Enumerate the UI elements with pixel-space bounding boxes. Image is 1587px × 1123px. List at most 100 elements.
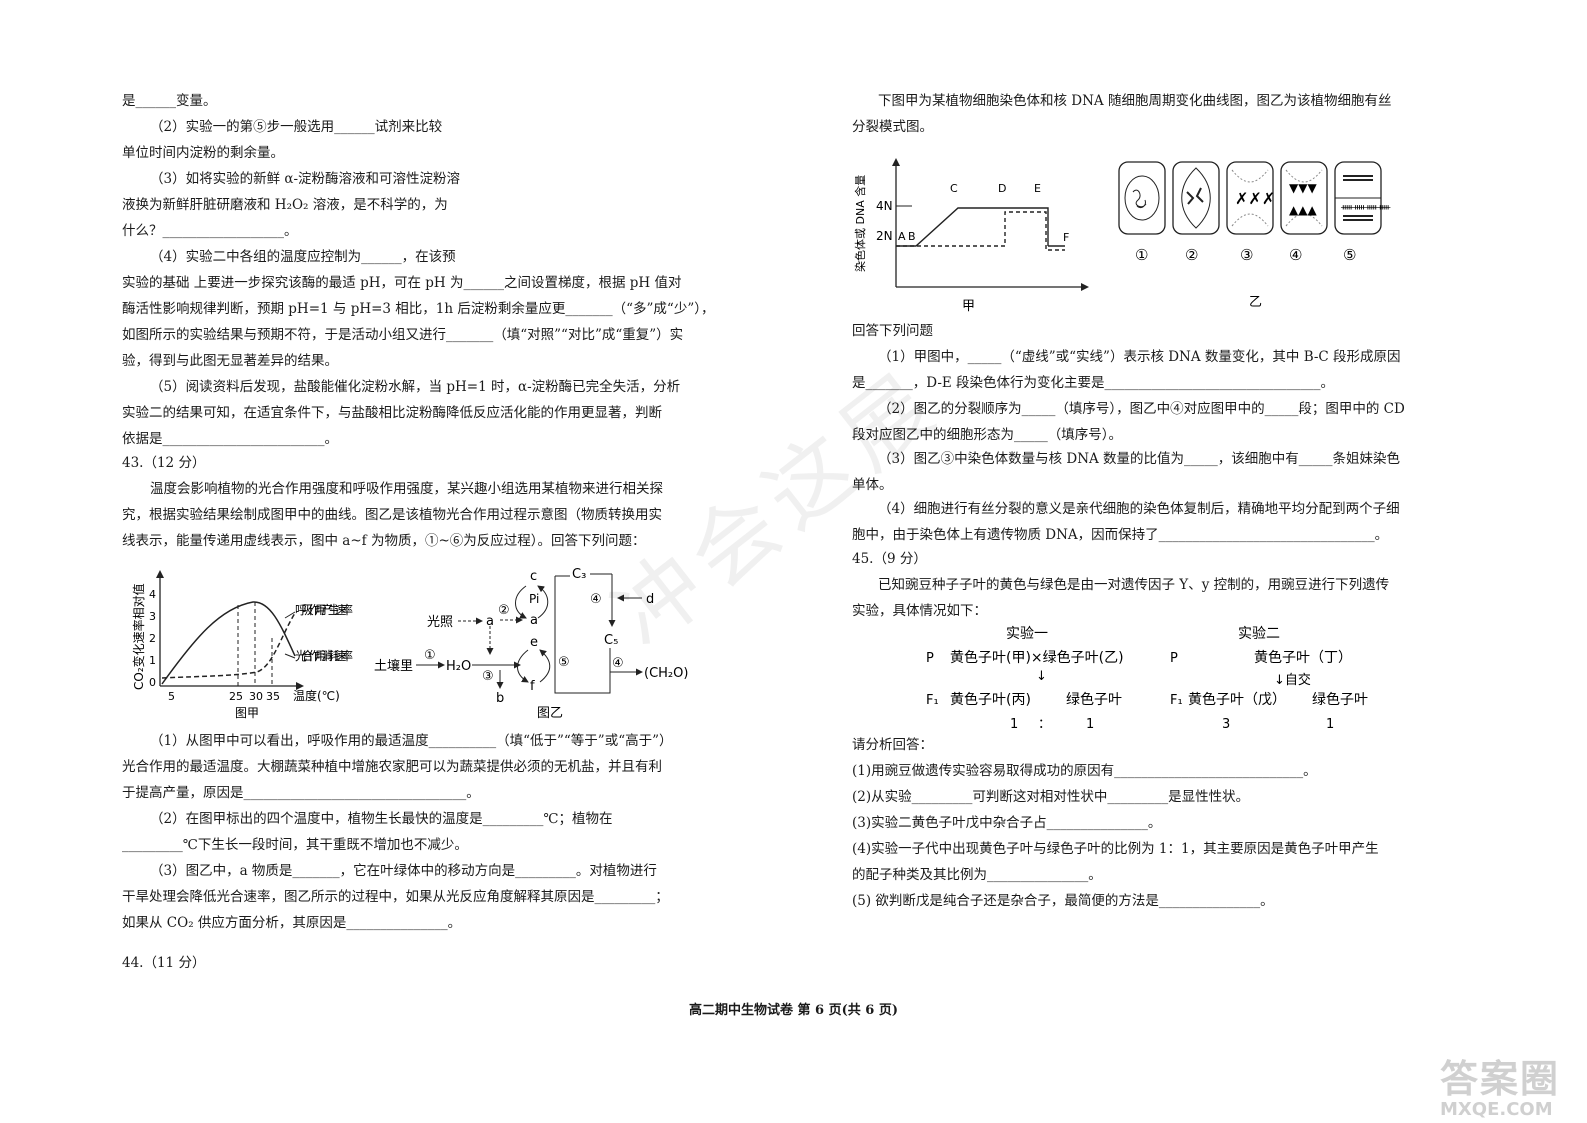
left-line: 实验的基础 上要进一步探究该酶的最适 pH，可在 pH 为______之间设置梯… (122, 275, 682, 291)
svg-text:▼▼▼: ▼▼▼ (1289, 181, 1317, 195)
xtick-5: 5 (168, 690, 175, 703)
cell-1 (1118, 161, 1166, 235)
left-line: （1）从图甲中可以看出，呼吸作用的最适温度__________（填“低于”“等于… (150, 733, 673, 749)
left-line: 实验二的结果可知，在适宜条件下，与盐酸相比淀粉酶降低反应活化能的作用更显著，判断 (122, 405, 662, 421)
cell-5: ᚔᚔᚔᚔ (1334, 161, 1391, 235)
exp2-title: 实验二 (1238, 626, 1280, 642)
curve-label-respiration: 呼吸作用产生速率 (295, 602, 353, 617)
label-n1: ① (424, 648, 436, 663)
right-line: 回答下列问题 (852, 323, 933, 339)
label-ch2o: (CH₂O) (644, 666, 688, 681)
site-logo: 答案圈 MXQE.COM (1440, 1057, 1561, 1120)
point-c: C (950, 182, 958, 195)
dna-solid-line (896, 207, 1049, 247)
xtick-35: 35 (266, 690, 280, 703)
ytick-1: 1 (149, 654, 156, 667)
left-line: 如图所示的实验结果与预期不符，于是活动小组又进行_______（填“对照”“对比… (122, 327, 684, 343)
right-line: （4）细胞进行有丝分裂的意义是亲代细胞的染色体复制后，精确地平均分配到两个子细 (878, 501, 1400, 517)
f1-2b: 绿色子叶 (1312, 691, 1368, 708)
right-line: 已知豌豆种子子叶的黄色与绿色是由一对遗传因子 Y、y 控制的，用豌豆进行下列遗传 (878, 577, 1390, 593)
left-line: （5）阅读资料后发现，盐酸能催化淀粉水解，当 pH=1 时，α-淀粉酶已完全失活… (150, 379, 681, 395)
genetics-cross-diagram: 实验一 实验二 P 黄色子叶(甲)×绿色子叶(乙) P 黄色子叶（丁） ↓ ↓自… (926, 626, 1368, 732)
fig-jia-ylabel: CO₂变化速率相对值 (131, 583, 146, 690)
left-line: 酶活性影响规律判断，预期 pH=1 与 pH=3 相比，1h 后淀粉剩余量应更_… (122, 301, 715, 317)
p1-cross: 黄色子叶(甲)×绿色子叶(乙) (950, 649, 1124, 666)
left-line: 43.（12 分） (122, 455, 206, 471)
exp1-title: 实验一 (1006, 626, 1048, 642)
right-line: （3）图乙③中染色体数量与核 DNA 数量的比值为_____，该细胞中有____… (878, 451, 1401, 467)
label-n3: ③ (482, 669, 494, 684)
figure-jia-temperature-chart: CO₂变化速率相对值 4 3 2 1 0 5 25 30 35 温度(℃) 图甲… (131, 570, 353, 720)
ytick-4: 4 (149, 588, 156, 601)
ratio2-a: 3 (1222, 717, 1230, 732)
cell-3: ✗✗✗ (1226, 161, 1275, 235)
left-line: （3）如将实验的新鲜 α-淀粉酶溶液和可溶性淀粉溶 (150, 171, 461, 187)
right-line: （1）甲图中，_____（“虚线”或“实线”）表示核 DNA 数量变化，其中 B… (878, 349, 1401, 365)
page-footer: 高二期中生物试卷 第 6 页(共 6 页) (688, 1003, 899, 1018)
right-line: 分裂模式图。 (852, 119, 933, 135)
p-label-1: P (926, 651, 934, 666)
curve-label-photosynthesis: 光合作用消耗速率 (295, 648, 353, 663)
arrow-1: ↓ (1036, 669, 1047, 684)
fig-jia-r-caption: 甲 (962, 299, 975, 314)
left-line: 温度会影响植物的光合作用强度和呼吸作用强度，某兴趣小组选用某植物来进行相关探 (150, 481, 663, 497)
left-line: 44.（11 分） (122, 955, 206, 971)
label-n5: ⑤ (558, 655, 570, 670)
left-line: （3）图乙中，a 物质是_______，它在叶绿体中的移动方向是________… (150, 863, 657, 879)
left-line: 光合作用的最适温度。大棚蔬菜种植中增施农家肥可以为蔬菜提供必须的无机盐，并且有利 (122, 759, 662, 775)
right-line: 的配子种类及其比例为_______________。 (852, 867, 1102, 883)
fig-yi-r-caption: 乙 (1249, 295, 1262, 308)
cell-label-1: ① (1135, 246, 1148, 264)
right-line: 45.（9 分） (852, 551, 927, 567)
f1-label-2: F₁ (1170, 693, 1183, 708)
point-b: B (908, 230, 916, 243)
chromosome-dashed-line (896, 211, 1065, 251)
cell-label-2: ② (1185, 246, 1198, 264)
left-line: 单位时间内淀粉的剩余量。 (122, 145, 284, 161)
label-c: c (530, 569, 537, 584)
fig-jia-r-ylabel: 染色体或 DNA 含量 (853, 175, 867, 272)
svg-text:▲▲▲: ▲▲▲ (1289, 203, 1317, 217)
right-line: （2）图乙的分裂顺序为_____（填序号），图乙中④对应图甲中的_____段；图… (878, 401, 1405, 417)
left-line: 什么？__________________。 (122, 223, 298, 239)
f1-2a: 黄色子叶（戊） (1188, 691, 1286, 708)
label-n2: ② (498, 603, 510, 618)
cell-4: ▼▼▼ ▲▲▲ (1280, 161, 1328, 235)
right-line: 实验，具体情况如下： (852, 603, 987, 619)
right-line: 下图甲为某植物细胞染色体和核 DNA 随细胞周期变化曲线图，图乙为该植物细胞有丝 (878, 93, 1392, 109)
left-line: 如果从 CO₂ 供应方面分析，其原因是_______________。 (122, 915, 462, 931)
fig-jia-caption: 图甲 (235, 706, 259, 720)
cell-label-4: ④ (1289, 246, 1302, 264)
svg-text:ᚔᚔᚔᚔ: ᚔᚔᚔᚔ (1340, 203, 1391, 213)
left-line: 是______变量。 (122, 93, 217, 109)
ratio1-a: 1 (1010, 717, 1018, 732)
left-line: 干旱处理会降低光合速率，图乙所示的过程中，如果从光反应角度解释其原因是_____… (122, 889, 669, 905)
ratio1-b: 1 (1086, 717, 1094, 732)
left-line: （2）在图甲标出的四个温度中，植物生长最快的温度是_________℃；植物在 (150, 811, 613, 827)
xlabel: 温度(℃) (293, 688, 340, 703)
left-line: （2）实验一的第⑤步一般选用______试剂来比较 (150, 119, 443, 135)
label-c3: C₃ (572, 567, 586, 582)
p-label-2: P (1170, 651, 1178, 666)
label-n4b: ④ (612, 656, 624, 671)
ytick-3: 3 (149, 610, 156, 623)
ratio1-sep: ： (1038, 717, 1051, 732)
point-d: D (998, 182, 1006, 195)
point-e: E (1034, 182, 1041, 195)
figure-jia-dna-chart: 染色体或 DNA 含量 4N 2N A B C D E F 甲 (853, 158, 1089, 314)
label-d: d (646, 592, 654, 607)
figure-yi-photosynthesis-diagram: 光照 a ② c Pi a 土壤里 ① H₂O ③ b e f ⑤ C₃ ④ d… (374, 567, 688, 721)
left-line: _________℃下生长一段时间，其干重既不增加也不减少。 (122, 837, 468, 853)
left-line: 验，得到与此图无显著差异的结果。 (122, 353, 338, 369)
ytick-0: 0 (149, 676, 156, 689)
label-c5: C₅ (604, 633, 618, 648)
f1-1a: 黄色子叶(丙) (950, 691, 1031, 708)
ytick-2n: 2N (876, 229, 893, 243)
label-light: 光照 (427, 615, 453, 630)
label-a2: a (530, 613, 538, 628)
cell-label-3: ③ (1240, 246, 1253, 264)
label-f: f (530, 679, 535, 694)
label-pi: Pi (529, 592, 539, 606)
point-a: A (898, 230, 906, 243)
xtick-25: 25 (229, 690, 243, 703)
